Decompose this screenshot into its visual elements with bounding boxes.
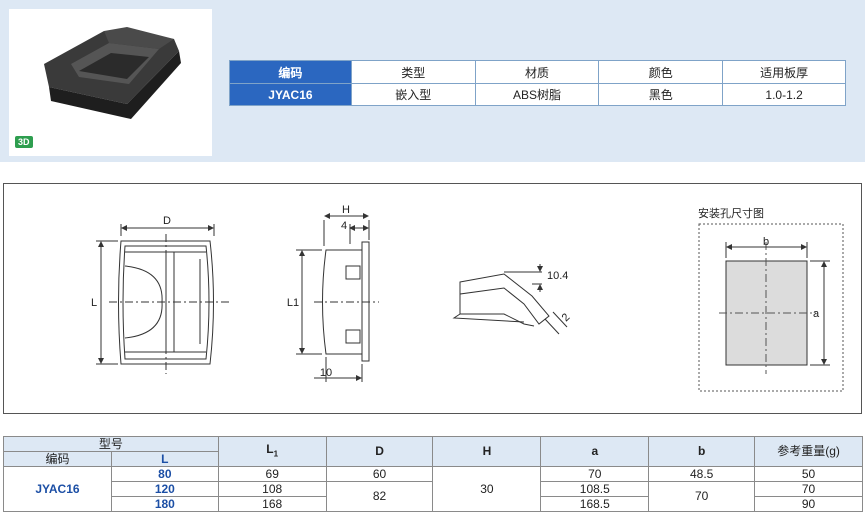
dim-cell-h: 30 <box>432 466 542 512</box>
hole-label-b: b <box>763 236 769 248</box>
spec-value-thickness: 1.0-1.2 <box>722 83 846 106</box>
dim-cell-weight: 50 <box>754 466 863 482</box>
dim-cell-l: 120 <box>110 481 219 497</box>
dim-header-l1-sub: 1 <box>273 449 279 459</box>
dim-cell-l: 80 <box>110 466 219 482</box>
side-label-h: H <box>342 204 350 216</box>
detail-view <box>452 264 568 335</box>
dim-cell-a: 70 <box>540 466 650 482</box>
spec-header-material: 材质 <box>474 60 600 84</box>
side-view <box>296 213 379 382</box>
spec-value-material: ABS树脂 <box>474 83 600 106</box>
dim-header-h: H <box>432 436 542 467</box>
dim-header-model: 型号 <box>3 436 219 452</box>
spec-value-color: 黑色 <box>598 83 724 106</box>
spec-value-type: 嵌入型 <box>350 83 476 106</box>
hole-label-a: a <box>813 308 820 320</box>
dim-header-l: L <box>110 451 219 467</box>
hole-diagram-title: 安装孔尺寸图 <box>698 206 764 220</box>
dim-cell-b: 48.5 <box>648 466 756 482</box>
dim-cell-weight: 70 <box>754 481 863 497</box>
dim-cell-d: 60 <box>325 466 434 482</box>
product-image <box>44 27 181 119</box>
dim-header-b: b <box>648 436 756 467</box>
dim-header-weight: 参考重量(g) <box>754 436 863 467</box>
dim-cell-l: 180 <box>110 496 219 512</box>
dim-cell-weight: 90 <box>754 496 863 512</box>
dim-cell-b: 70 <box>648 481 756 512</box>
detail-label-10-4: 10.4 <box>547 270 568 282</box>
spec-table: 编码 类型 材质 颜色 适用板厚 JYAC16 嵌入型 ABS树脂 黑色 1.0… <box>229 60 846 106</box>
spec-value-row: JYAC16 嵌入型 ABS树脂 黑色 1.0-1.2 <box>229 83 846 106</box>
spec-value-code: JYAC16 <box>229 83 352 106</box>
side-label-4: 4 <box>341 220 347 232</box>
hole-diagram <box>698 223 844 392</box>
dim-header-a: a <box>540 436 650 467</box>
dim-cell-a: 108.5 <box>540 481 650 497</box>
dim-cell-d: 82 <box>325 481 434 512</box>
dim-cell-a: 168.5 <box>540 496 650 512</box>
dim-cell-l1: 168 <box>217 496 327 512</box>
table-row: JYAC16 80 69 60 30 70 48.5 50 <box>3 466 863 512</box>
3d-badge[interactable]: 3D <box>15 136 33 148</box>
spec-header-code: 编码 <box>229 60 352 84</box>
table-row: 180 168 168.5 90 <box>4 496 863 512</box>
dim-header-row-1: 型号 L1 D H a b 参考重量(g) <box>3 436 863 467</box>
spec-header-type: 类型 <box>350 60 476 84</box>
front-view <box>96 224 229 374</box>
spec-header-thickness: 适用板厚 <box>722 60 846 84</box>
dim-header-code: 编码 <box>3 451 112 467</box>
dim-header-l1-text: L <box>266 441 274 456</box>
dim-cell-l1: 108 <box>217 481 327 497</box>
dim-code-cell: JYAC16 <box>3 466 112 512</box>
side-label-l1: L1 <box>287 297 299 309</box>
dim-cell-l1: 69 <box>217 466 327 482</box>
side-label-10: 10 <box>320 367 332 379</box>
detail-label-2: 2 <box>560 311 573 324</box>
front-label-d: D <box>163 215 171 227</box>
spec-header-row: 编码 类型 材质 颜色 适用板厚 <box>229 60 846 84</box>
dim-header-l1: L1 <box>217 436 327 467</box>
dim-header-d: D <box>325 436 434 467</box>
technical-drawing: D L H 4 L1 10 <box>3 183 862 414</box>
dimension-table: 型号 L1 D H a b 参考重量(g) 编码 L JYAC16 80 69 … <box>3 436 863 512</box>
drawing-canvas: D L H 4 L1 10 <box>91 204 844 392</box>
product-photo-card: 3D <box>9 9 212 156</box>
front-label-l: L <box>91 297 97 309</box>
spec-header-color: 颜色 <box>598 60 724 84</box>
